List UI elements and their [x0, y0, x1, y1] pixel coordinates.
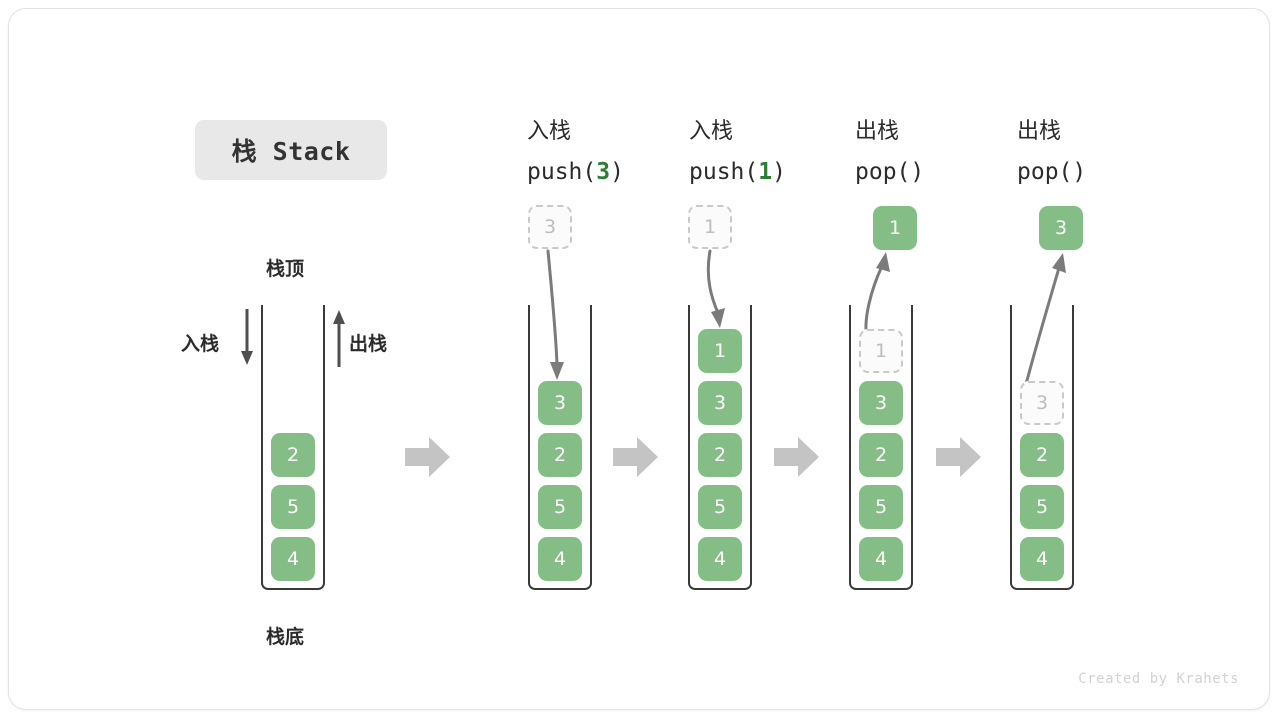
column-header-zh: 入栈 — [689, 119, 734, 144]
column-header-push-3: 入栈 push(3) — [527, 112, 697, 192]
stack-cell: 5 — [271, 485, 315, 529]
diagram-card: 栈 Stack 栈顶 入栈 出栈 2 5 4 栈底 入栈 push(3) 3 3… — [8, 8, 1270, 710]
push-direction-label: 入栈 — [181, 333, 220, 355]
stack-cell: 5 — [538, 485, 582, 529]
fn-prefix: pop( — [1017, 159, 1073, 185]
column-header-fn: pop() — [1017, 152, 1187, 192]
fn-suffix: ) — [1072, 159, 1087, 185]
column-header-pop-1: 出栈 pop() — [855, 112, 1025, 192]
fn-arg: 3 — [596, 159, 611, 185]
push-curve-arrow-icon — [706, 249, 725, 328]
pop-direction-arrow-icon — [333, 310, 345, 367]
floating-ghost-cell: 1 — [688, 205, 732, 249]
fn-prefix: push( — [689, 159, 759, 185]
stack-cell: 4 — [271, 537, 315, 581]
fn-suffix: ) — [910, 159, 925, 185]
transition-arrow-icon — [613, 437, 658, 477]
stack-cell: 2 — [1020, 433, 1064, 477]
fn-suffix: ) — [610, 159, 624, 185]
floating-ghost-cell: 3 — [528, 205, 572, 249]
stack-vessel-push-1 — [688, 305, 752, 590]
title-badge-text: 栈 Stack — [231, 137, 351, 166]
column-header-fn: push(1) — [689, 152, 859, 192]
push-direction-arrow-icon — [241, 309, 253, 365]
fn-prefix: pop( — [855, 159, 911, 185]
fn-arg: 1 — [758, 159, 773, 185]
stack-cell: 4 — [859, 537, 903, 581]
column-header-push-1: 入栈 push(1) — [689, 112, 859, 192]
stack-cell: 2 — [271, 433, 315, 477]
column-header-pop-3: 出栈 pop() — [1017, 112, 1187, 192]
transition-arrow-icon — [936, 437, 981, 477]
stack-top-label: 栈顶 — [266, 258, 305, 280]
fn-prefix: push( — [527, 159, 597, 185]
fn-suffix: ) — [772, 159, 786, 185]
column-header-fn: push(3) — [527, 152, 697, 192]
transition-arrow-icon — [405, 437, 450, 477]
column-header-zh: 出栈 — [855, 119, 900, 144]
ghost-popped-slot: 1 — [859, 329, 903, 373]
stack-vessel-initial — [261, 305, 325, 590]
stack-cell: 3 — [538, 381, 582, 425]
pop-direction-label: 出栈 — [349, 333, 388, 355]
stack-bottom-label: 栈底 — [266, 626, 305, 648]
transition-arrow-icon — [774, 437, 819, 477]
stack-vessel-push-3 — [528, 305, 592, 590]
stack-cell: 2 — [859, 433, 903, 477]
stack-cell: 4 — [538, 537, 582, 581]
stack-cell: 5 — [698, 485, 742, 529]
popped-cell: 3 — [1039, 206, 1083, 250]
stack-cell: 5 — [859, 485, 903, 529]
stack-cell: 4 — [698, 537, 742, 581]
stack-cell: 5 — [1020, 485, 1064, 529]
ghost-popped-slot: 3 — [1020, 381, 1064, 425]
title-badge: 栈 Stack — [195, 120, 387, 180]
stack-cell: 2 — [538, 433, 582, 477]
stack-vessel-pop-1 — [849, 305, 913, 590]
column-header-fn: pop() — [855, 152, 1025, 192]
stack-vessel-pop-3 — [1010, 305, 1074, 590]
popped-cell: 1 — [873, 206, 917, 250]
pop-curve-arrow-icon — [1023, 253, 1066, 390]
stack-cell: 3 — [859, 381, 903, 425]
push-curve-arrow-icon — [546, 249, 564, 380]
stack-cell: 2 — [698, 433, 742, 477]
stack-cell: 1 — [698, 329, 742, 373]
column-header-zh: 入栈 — [527, 119, 572, 144]
column-header-zh: 出栈 — [1017, 119, 1062, 144]
stack-cell: 4 — [1020, 537, 1064, 581]
footer-credit: Created by Krahets — [1078, 671, 1239, 687]
stack-cell: 3 — [698, 381, 742, 425]
